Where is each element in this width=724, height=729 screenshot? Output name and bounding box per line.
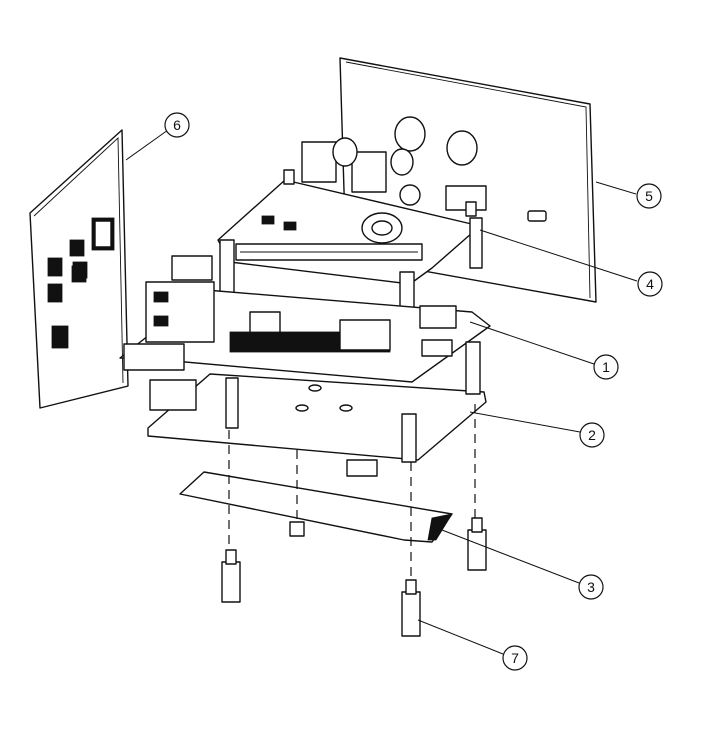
callout-5: 5 [636,183,662,209]
standoffs-part-7 [221,517,487,637]
hat-board-part-4 [217,137,487,285]
callout-label-3: 3 [587,579,595,595]
callout-label-6: 6 [173,117,181,133]
leader-lines [125,129,638,655]
callout-label-2: 2 [588,427,596,443]
callout-4: 4 [637,271,663,297]
callout-label-5: 5 [645,188,653,204]
callout-6: 6 [164,112,190,138]
callout-2: 2 [579,422,605,448]
side-panel-part-6 [29,129,129,409]
callout-3: 3 [578,574,604,600]
callout-7: 7 [502,645,528,671]
callout-1: 1 [593,354,619,380]
main-board-part-1 [119,255,491,383]
assembly-axis-lines [228,404,476,580]
callout-label-1: 1 [602,359,610,375]
callout-label-4: 4 [646,276,654,292]
m2-card-part-3 [179,471,453,543]
callout-label-7: 7 [511,650,519,666]
base-plate-part-2 [147,341,487,477]
